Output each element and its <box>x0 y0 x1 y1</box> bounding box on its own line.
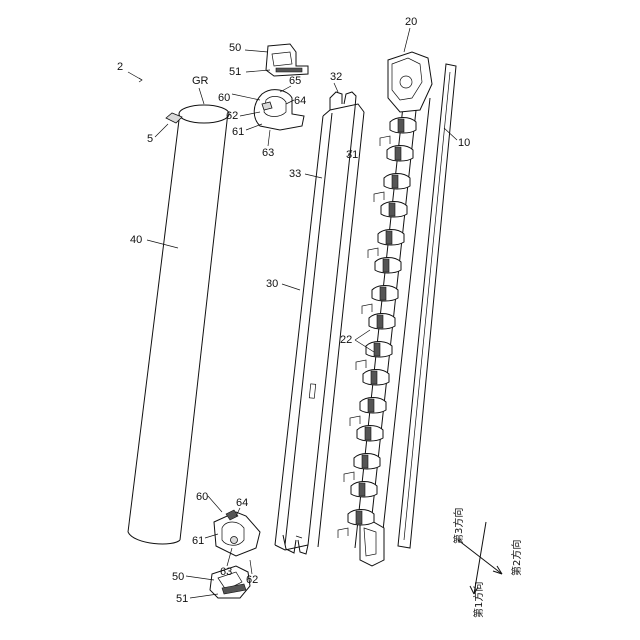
bottom-bearing <box>214 510 260 556</box>
label-bot-cap: 50 <box>172 571 184 583</box>
holder-clip-band <box>395 147 401 160</box>
label-top-cap-sub: 51 <box>229 66 241 78</box>
label-frame: 30 <box>266 278 278 290</box>
label-holder-parts: 22 <box>340 334 352 346</box>
holder-clip-band <box>371 371 377 384</box>
holder-clip-band <box>380 287 386 300</box>
holder-clip-band <box>362 455 368 468</box>
top-cap <box>266 44 308 76</box>
holder-clip-band <box>368 399 374 412</box>
holder-tab <box>368 248 378 258</box>
label-top-bearing-b: 65 <box>289 75 301 87</box>
label-bot-bearing-e: 61 <box>192 535 204 547</box>
label-top-bearing-a: 60 <box>218 92 230 104</box>
label-top-cap: 50 <box>229 42 241 54</box>
label-bot-bearing-a: 60 <box>196 491 208 503</box>
holder-clip-band <box>359 483 365 496</box>
holder-tab <box>380 136 390 146</box>
holder-clip-band <box>398 119 404 132</box>
label-third-direction: 第3方向 <box>452 508 465 544</box>
label-first-direction: 第1方向 <box>472 582 485 618</box>
holder-clip-band <box>392 175 398 188</box>
holder-clip-band <box>383 259 389 272</box>
label-top-bearing-f: 63 <box>262 147 274 159</box>
label-frame-tab: 32 <box>330 71 342 83</box>
holder-tab <box>338 528 348 538</box>
holder-tab <box>362 304 372 314</box>
label-top-bearing-c: 64 <box>294 95 306 107</box>
label-roller: 40 <box>130 234 142 246</box>
holder-clip-band <box>377 315 383 328</box>
label-plate: 10 <box>458 137 470 149</box>
holder-clip-band <box>389 203 395 216</box>
label-bot-cap-sub: 51 <box>176 593 188 605</box>
holder-tab <box>374 192 384 202</box>
holder-tab <box>344 472 354 482</box>
label-bot-bearing-f: 63 <box>220 566 232 578</box>
holder-tab <box>350 416 360 426</box>
label-frame-face: 31 <box>346 149 358 161</box>
label-roller-axis: GR <box>192 75 209 87</box>
label-top-bearing-d: 62 <box>226 110 238 122</box>
label-holder: 20 <box>405 16 417 28</box>
holder-clip-band <box>356 511 362 524</box>
frame <box>275 92 364 554</box>
label-top-bearing-e: 61 <box>232 126 244 138</box>
holder-clip-band <box>386 231 392 244</box>
label-second-direction: 第2方向 <box>510 540 523 576</box>
plate <box>398 64 456 548</box>
label-frame-edge: 33 <box>289 168 301 180</box>
label-bot-bearing-d: 62 <box>246 574 258 586</box>
holder-clip-band <box>365 427 371 440</box>
holder-tab <box>356 360 366 370</box>
label-assembly: 2 <box>117 61 123 73</box>
label-bot-bearing-c: 64 <box>236 497 248 509</box>
roller <box>128 105 229 544</box>
holder-clips <box>338 118 416 539</box>
holder-clip-band <box>374 343 380 356</box>
label-film: 5 <box>147 133 153 145</box>
